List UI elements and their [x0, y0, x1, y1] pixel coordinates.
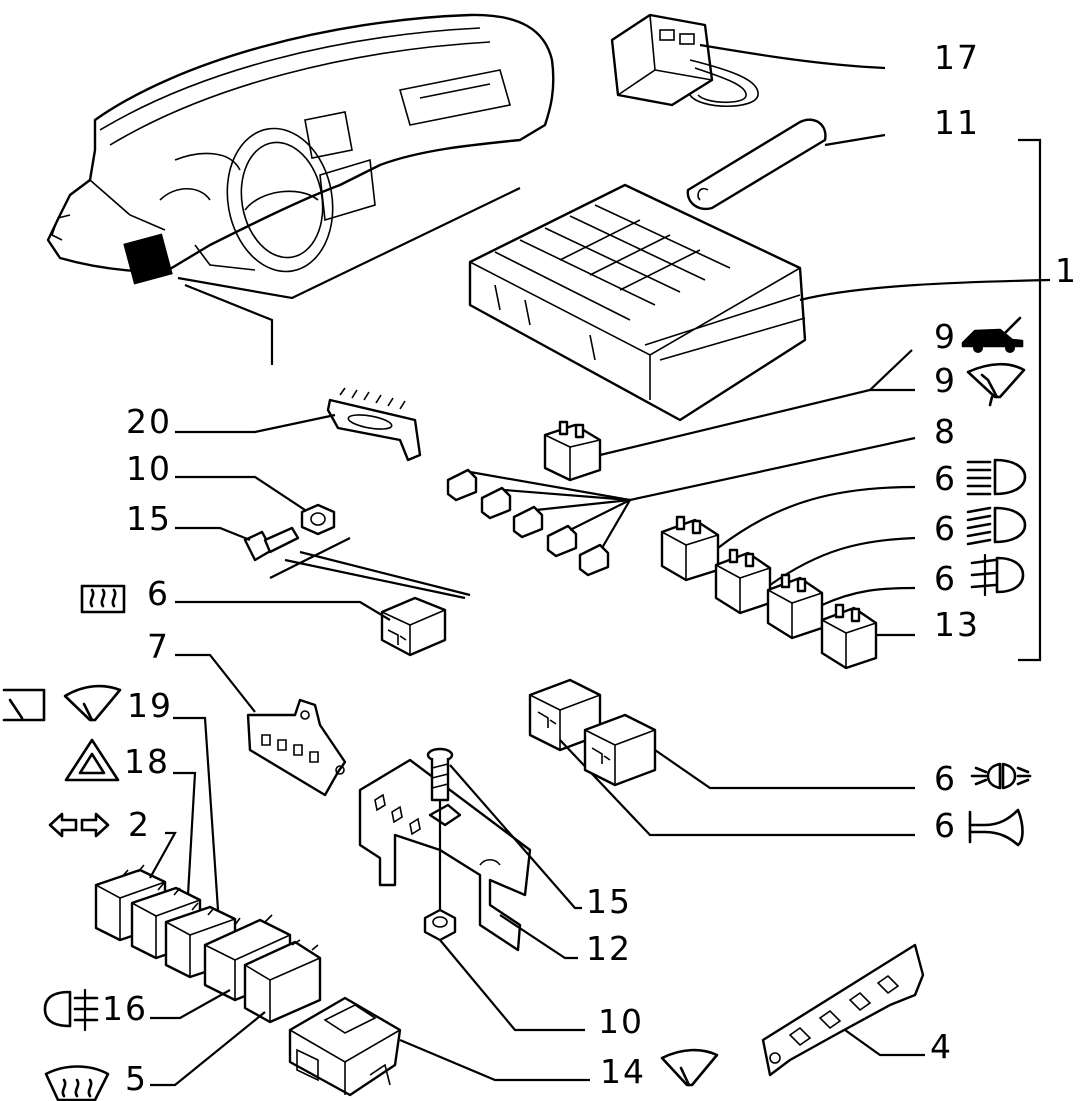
part-15-bolt-lower: [426, 747, 582, 915]
fuse: [446, 468, 478, 502]
wiper-icon: [966, 362, 1026, 407]
label-6-front-fog: 6: [934, 559, 957, 598]
part-9-relay: [543, 349, 915, 482]
relay-6-high-beam: [660, 485, 916, 582]
fuse-box-location-marker: [123, 233, 173, 285]
windscreen-heater-icon: [44, 1065, 110, 1101]
label-5: 5: [125, 1059, 148, 1098]
turn-signal-icon: [48, 812, 110, 838]
label-1: 1: [1055, 251, 1078, 290]
horn-icon: [968, 808, 1024, 847]
part-15-bolt-upper: [175, 526, 471, 600]
label-17: 17: [934, 38, 980, 77]
relay-6-fog: [766, 573, 916, 640]
relay-6-horn: [583, 713, 915, 790]
label-10-lower: 10: [598, 1002, 644, 1041]
label-15-lower: 15: [586, 882, 632, 921]
label-13: 13: [934, 605, 980, 644]
label-9-wiper: 9: [934, 361, 957, 400]
label-9-bonnet: 9: [934, 317, 957, 356]
high-beam-icon: [966, 458, 1027, 496]
fuse: [480, 486, 512, 520]
label-19: 19: [127, 686, 173, 725]
part-1-fuse-box: [468, 183, 1051, 422]
label-15-upper: 15: [126, 499, 172, 538]
side-lights-icon: [970, 762, 1032, 790]
part-20-fuse-strip: [175, 387, 422, 462]
hazard-icon: [64, 738, 120, 782]
rear-wiper-icon: [2, 688, 46, 722]
label-18: 18: [124, 742, 170, 781]
fuse: [546, 524, 578, 558]
label-20: 20: [126, 402, 172, 441]
part-11-cover-strip: [686, 118, 886, 211]
label-12: 12: [586, 929, 632, 968]
car-bonnet-icon: [961, 316, 1024, 353]
dashboard-illustration: [46, 13, 555, 365]
fuse: [578, 543, 610, 577]
label-11: 11: [934, 103, 980, 142]
part-8-fuses: [446, 436, 916, 577]
wiper-icon: [660, 1048, 719, 1087]
label-16: 16: [102, 989, 148, 1028]
group-1-bracket: [1018, 138, 1042, 662]
label-6-high-beam: 6: [934, 459, 957, 498]
wiper-icon: [63, 684, 122, 722]
part-10-nut-upper: [175, 475, 336, 536]
rear-defrost-icon: [80, 584, 126, 614]
part-7-bracket: [175, 653, 347, 797]
label-8: 8: [934, 412, 957, 451]
label-6-horn: 6: [934, 806, 957, 845]
part-17-connector: [610, 13, 886, 108]
label-10-upper: 10: [126, 449, 172, 488]
part-4-relay-base-strip: [761, 943, 925, 1077]
relay-13: [820, 603, 915, 670]
label-7: 7: [147, 627, 170, 666]
label-6-side-lights: 6: [934, 759, 957, 798]
front-fog-light-icon: [970, 553, 1025, 597]
label-14: 14: [600, 1052, 646, 1091]
label-2: 2: [128, 805, 151, 844]
label-4: 4: [930, 1027, 953, 1066]
low-beam-icon: [966, 506, 1027, 546]
rear-fog-light-icon: [43, 988, 99, 1032]
part-12-bracket: [358, 758, 578, 960]
relay-5: [243, 940, 322, 1024]
part-10-nut-lower: [423, 908, 585, 1032]
fuse: [512, 505, 544, 539]
relay-stack-bottom-left: [94, 716, 322, 1087]
part-14-control-unit: [288, 996, 590, 1097]
label-6-low-beam: 6: [934, 509, 957, 548]
callout-labels: 17 11 1 9 9 20 8 10 6 15 6 6 6 13 7 19 1…: [102, 38, 1078, 1098]
label-6-rear-defrost: 6: [147, 574, 170, 613]
relay-6-rear-defrost: [175, 596, 447, 657]
